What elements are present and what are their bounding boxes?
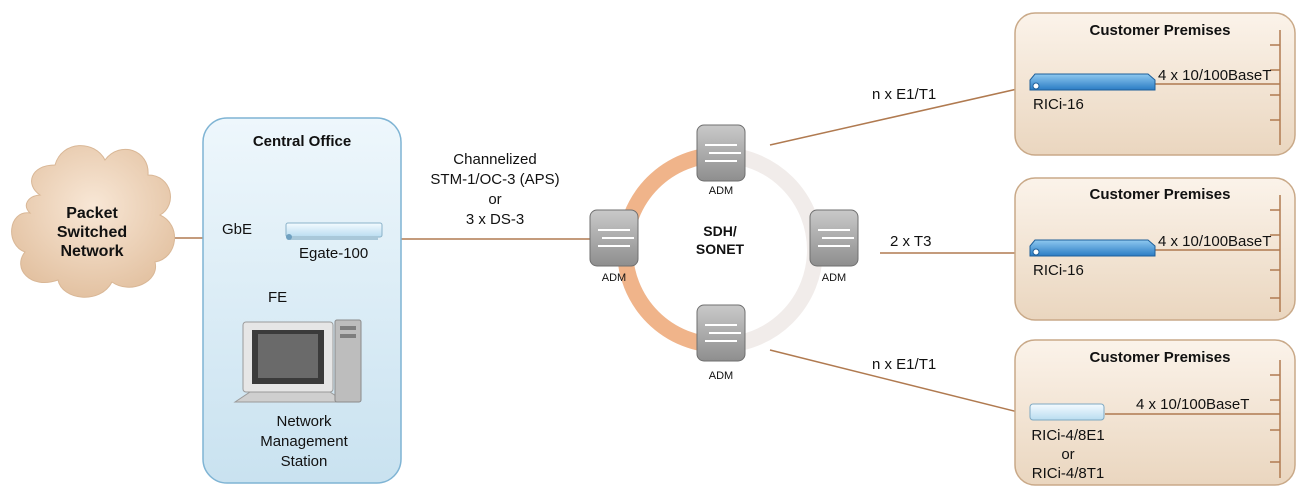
link-top [769,84,1036,146]
trunk-label-line: or [488,191,502,208]
cloud-label: Packet Switched Network [42,204,142,261]
adm-label-left: ADM [601,272,627,284]
adm-label-top: ADM [708,185,734,197]
station-label-line: Network [276,413,332,430]
ring-label-line: SDH/ [703,223,737,239]
station-label-line: Station [280,453,328,470]
link-label-top: n x E1/T1 [872,86,937,103]
customer-2-title: Customer Premises [1089,186,1231,203]
ring-label-line: SONET [695,241,745,257]
trunk-label-line: 3 x DS-3 [465,211,525,228]
customer-3-device-line: RICi-4/8T1 [1031,465,1105,482]
cloud-label-line: Packet [66,205,118,222]
cloud-shape [11,145,176,298]
trunk-label-line: Channelized [453,151,537,168]
adm-label-right: ADM [821,272,847,284]
customer-1-port: 4 x 10/100BaseT [1158,67,1272,84]
customer-3-port: 4 x 10/100BaseT [1136,396,1250,413]
customer-1-device: RICi-16 [1033,96,1084,113]
ring-label: SDH/ SONET [680,222,760,258]
customer-3-title: Customer Premises [1089,349,1231,366]
rici-devices [1029,73,1156,421]
customer-3-device: RICi-4/8E1 or RICi-4/8T1 [1018,426,1118,483]
link-label-bottom: n x E1/T1 [872,356,937,373]
customer-1-title: Customer Premises [1089,22,1231,39]
fe-label: FE [268,289,288,306]
cloud-label-line: Switched [56,224,128,241]
adm-label-bottom: ADM [708,370,734,382]
customer-3-device-line: or [1061,446,1075,463]
customer-3-device-line: RICi-4/8E1 [1031,427,1105,444]
adm-nodes [589,124,859,362]
customer-2-port: 4 x 10/100BaseT [1158,233,1272,250]
lan-buses [1105,30,1281,478]
trunk-label: Channelized STM-1/OC-3 (APS) or 3 x DS-3 [405,150,585,230]
trunk-label-line: STM-1/OC-3 (APS) [430,171,560,188]
egate-device [285,222,383,240]
station-label-line: Management [260,433,348,450]
customer-2-device: RICi-16 [1033,262,1084,279]
computer [233,319,362,403]
station-label: Network Management Station [240,412,368,472]
central-office-title: Central Office [252,133,352,150]
link-bottom [769,349,1031,416]
customer-box-3 [1014,339,1296,486]
gbe-label: GbE [222,221,253,238]
cloud-label-line: Network [60,243,124,260]
egate-label: Egate-100 [299,245,369,262]
link-label-middle: 2 x T3 [890,233,932,250]
